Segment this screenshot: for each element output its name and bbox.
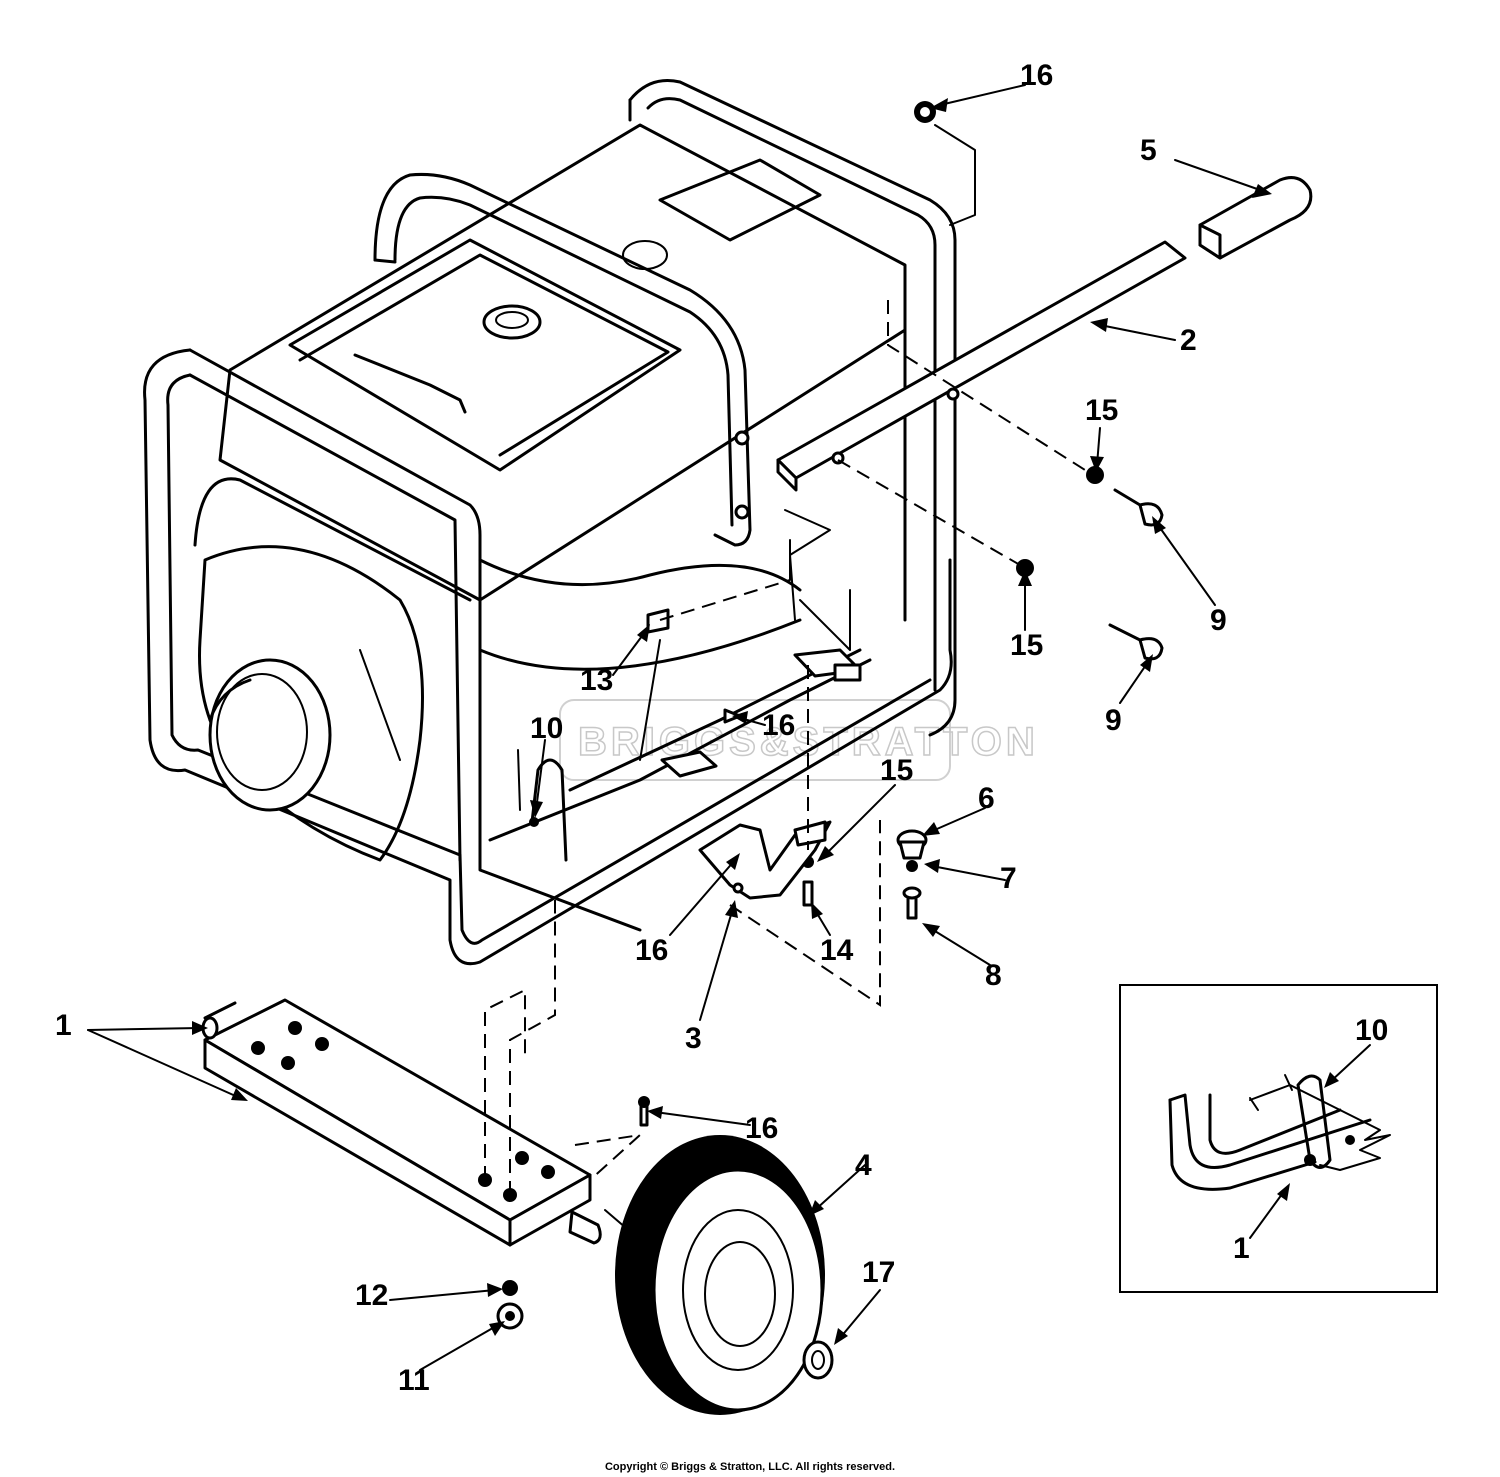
- recoil-starter: [198, 545, 424, 862]
- part-10-u-bolt: [517, 749, 568, 862]
- part-3-bracket: [698, 820, 832, 900]
- part-5-handle-grip: [1198, 176, 1313, 260]
- callout-16-lower: 16: [745, 1112, 778, 1145]
- callout-11: 11: [398, 1364, 430, 1397]
- part-1-axle-bracket: [201, 998, 602, 1247]
- callout-16-bracket: 16: [635, 934, 668, 967]
- callout-16-nut-top: 16: [1020, 59, 1053, 92]
- callout-10-inset: 10: [1355, 1014, 1388, 1047]
- callout-17: 17: [862, 1256, 895, 1289]
- callout-3: 3: [685, 1022, 702, 1055]
- hardware-right: [646, 101, 1164, 724]
- callout-leaders: [87, 84, 1371, 1371]
- part-2-tow-tube: [776, 240, 1187, 492]
- part-4-wheel: [615, 1135, 834, 1415]
- callout-labels: 16 5 2 15 9 15 9 13 16 10 15 6 7 8 14 16…: [55, 59, 1388, 1397]
- callout-8: 8: [985, 959, 1002, 992]
- hardware-lower: [496, 1096, 650, 1330]
- inset-detail: [1119, 984, 1438, 1293]
- callout-5: 5: [1140, 134, 1157, 167]
- copyright-notice: Copyright © Briggs & Stratton, LLC. All …: [605, 1461, 895, 1473]
- watermark-text: BRIGGS&STRATTON: [578, 720, 1039, 764]
- alignment-lines: [484, 124, 1086, 1241]
- watermark: BRIGGS&STRATTON: [559, 699, 1039, 781]
- callout-15-middle: 15: [1010, 629, 1043, 662]
- callout-10-main: 10: [530, 712, 563, 745]
- callout-2: 2: [1180, 324, 1197, 357]
- callout-13: 13: [580, 664, 613, 697]
- callout-1-inset: 1: [1233, 1232, 1250, 1265]
- callout-1-main: 1: [55, 1009, 72, 1042]
- callout-6: 6: [978, 782, 995, 815]
- callout-16-center: 16: [762, 709, 795, 742]
- hardware-caster: [734, 829, 928, 920]
- front-frame: [143, 348, 953, 966]
- callout-4: 4: [855, 1149, 872, 1182]
- engine-body: [218, 123, 907, 932]
- callout-12: 12: [355, 1279, 388, 1312]
- rear-frame: [628, 79, 957, 737]
- callout-9-upper: 9: [1210, 604, 1227, 637]
- callout-14: 14: [820, 934, 854, 967]
- lifting-handle: [373, 173, 752, 547]
- callout-7: 7: [1000, 862, 1017, 895]
- callout-15-lower: 15: [880, 754, 913, 787]
- callout-15-upper: 15: [1085, 394, 1118, 427]
- callout-9-lower: 9: [1105, 704, 1122, 737]
